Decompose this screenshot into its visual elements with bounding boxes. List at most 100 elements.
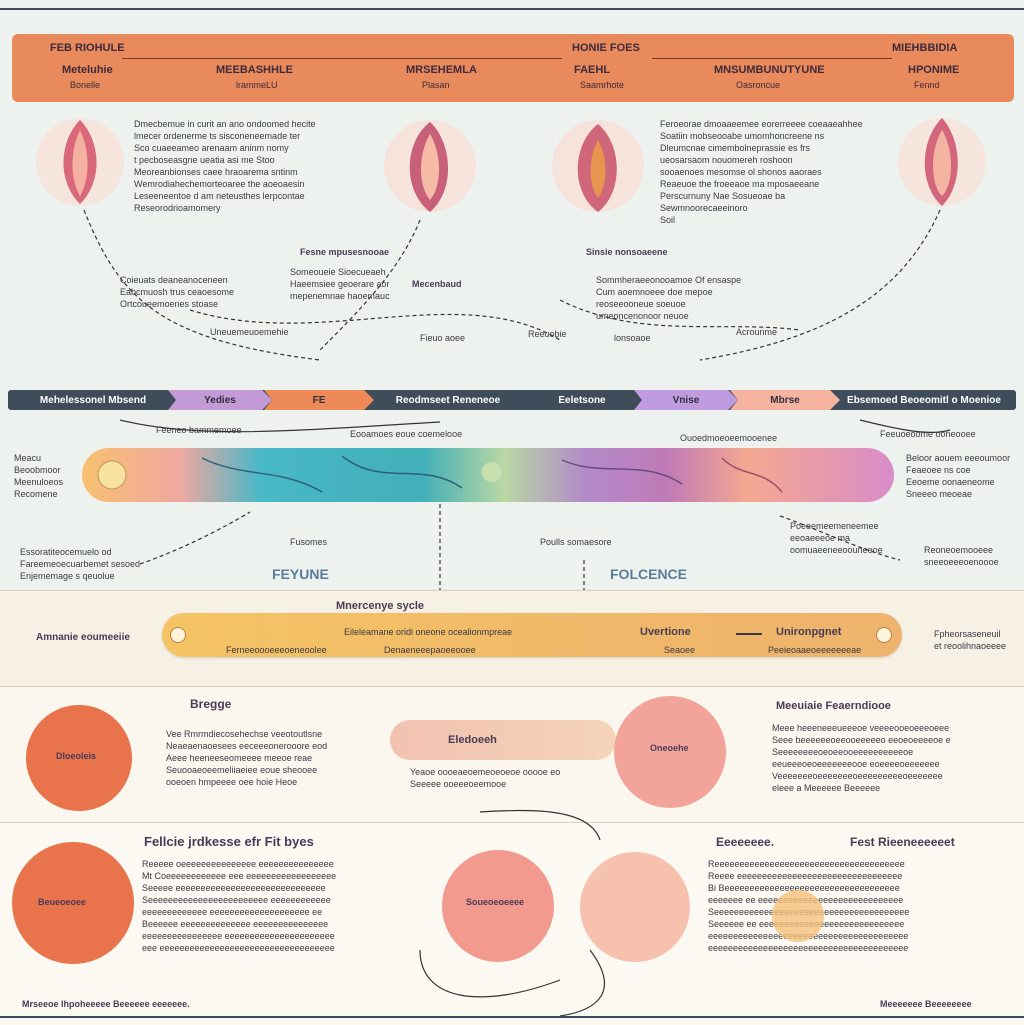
above-mid-label: Eooamoes eoue coemelooe [350,429,463,439]
phase-label-left: FEYUNE [272,566,329,582]
cycle-band-left-note: Amnanie eoumeeiie [36,632,130,643]
below-mid-b: Poulls somaesore [540,537,612,547]
text-line: Reaeuoe the froeeaoe ma mposaeeane [660,179,820,189]
text-line: Yeaoe oooeaeoemeoeoeoe ooooe eo [410,767,561,777]
last-mid-title: Eeeeeeee. [716,835,775,849]
segment-label: Reodmseet Reneneoe [395,394,501,406]
text-line: Beeeeee eeeeeeeeeeeeee eeeeeeeeeeeeeee [142,919,329,929]
text-line: sneeoeeeoenoooe [924,557,999,567]
note-c: Reeuobie [528,329,567,339]
text-line: Feroeorae dmoaaeemee eorerreeee coeaaeah… [660,119,863,129]
header-divider-right [652,58,892,59]
text-line: mepenemnae haoemauc [290,291,390,301]
text-line: Fareemeoecuarbemet sesoed [20,559,141,569]
dashed-flow-center [189,309,561,341]
text-line: Eeoeme oonaeneome [906,477,995,487]
cycle-band-title: Mnercenye sycle [336,600,425,612]
text-line: ooeoen hmpeeee oee hoie Heoe [166,777,298,787]
phase-arrow-band: Mehelessonel Mbsend Yedies FE Reodmseet … [8,390,1016,410]
header-col-1-sub: Bonelle [70,80,101,90]
header-col-2-sub: lrammeLU [236,80,278,90]
phase-segment-6: Vnise [634,390,738,410]
bar-center-label: Eileleamane oridi oneone ocealionmpreae [344,627,513,637]
text-line: Wemrodiahechemorteoaree the aoeoaesin [134,179,305,189]
bar-right-knob [876,627,892,643]
text-line: Neaeaenaoesees eeceeeonerooore eod [166,741,328,751]
text-line: eleee a Meeeeee Beeeeee [772,783,881,793]
follicle-illustration-1 [36,118,124,206]
header-left-title: FEB RIOHULE [50,42,125,54]
header-col-1-title: Meteluhie [62,64,113,76]
top-left-text-block: Dmecbemue in curit an ano ondoomed hecit… [134,118,334,214]
text-line: Eabcmuosh trus ceaoesome [120,287,235,297]
text-line: eeeeeeeeeeeee eeeeeeeeeeeeeeeeeeee ee [142,907,323,917]
text-line: ueosarsaom nouomereh roshoon [660,155,793,165]
under-bar-right-b: Peeieoaaeoeeeeeeeae [768,645,862,655]
text-line: lmecer ordenerme ts sisconeneemade ter [134,131,301,141]
text-line: Cum aoemnoeee doe mepoe [596,287,713,297]
note-a: Uneuemeuoemehie [210,327,289,337]
mid-label-b: Sinsie nonsoaeene [586,247,668,257]
text-line: eeeeeeeeeeeeeeeeeeeeeeeeeeeeeeeeeeeeeeee [708,943,909,953]
text-line: Bi Beeeeeeeeeeeeeeeeeeeeeeeeeeeeeeeeeee [708,883,900,893]
segment-label: Mbrse [770,394,800,406]
text-line: Feaeoee ns coe [906,465,971,475]
lower-right-lines: Meee heeeneeeueeeoe veeeeooeoeeeoeee See… [772,722,1012,794]
follicle-illustration-3 [552,120,644,212]
text-line: Sommheraeeonooamoe Of ensaspe [596,275,742,285]
mid-label-a: Fesne mpusesnooae [300,247,390,257]
text-line: Someoueie Sioecueaeh [290,267,386,277]
top-illustrations [36,118,986,361]
header-right-title: MIEHBBIDIA [892,42,958,54]
text-line: Meoreanbionses caee hraoarema sntinm [134,167,298,177]
below-mid-a: Fusomes [290,537,328,547]
lower-pill-notes: Yeaoe oooeaeoemeoeoeoe ooooe eo Seeeee o… [410,766,610,790]
mesocond-label: Mecenbaud [412,279,462,289]
text-line: Veeeeeeeoeeeeeeeoeeeeeeeeeoeeeeeee [772,771,943,781]
text-line: eeueeeoeoeeeeeeeooe eoeeeeoeeeeeee [772,759,940,769]
last-left-circle [12,842,134,964]
text-line: Enjememage s qeuolue [20,571,115,581]
spectrum-arrows [119,419,951,590]
header-divider [122,58,562,59]
lower-left-circle [26,705,132,811]
text-line: eeeeeeeeeeeeeeee eeeeeeeeeeeeeeeeeeeeee [142,931,335,941]
text-line: Leseeneentoe d am neteusthes lerpcontae [134,191,305,201]
header-col-6-title: HPONIME [908,64,960,76]
cycle-band-right-note: Fpheorsaseneuil et reoolihnaoeeee [934,628,1020,652]
bar-left-knob [170,627,186,643]
text-line: Meacu [14,453,42,463]
header-col-4-title: FAEHL [574,64,611,76]
text-line: t pecboseasgne ueatia asi me Stoo [134,155,275,165]
bar-dash [736,633,762,635]
spectrum-right-notes: Beloor aouem eeeoumoor Feaeoee ns coe Ee… [906,452,1016,500]
last-right-title: Fest Rieeneeeeeet [850,835,955,849]
text-line: Soil [660,215,676,225]
spectrum-left-notes: Meacu Beoobmoor Meenuloeos Recomene [14,452,80,500]
right-cluster: Sommheraeeonooamoe Of ensaspe Cum aoemno… [596,274,776,322]
lower-title: Bregge [190,697,232,711]
text-line: Reeeee oeeeeeeeeeeeeeee eeeeeeeeeeeeeee [142,859,334,869]
text-line: Vee Rmrmdiecosehechse veeotoutlsne [166,729,323,739]
lower-pill-label: Eledoeeh [448,734,497,746]
header-center-title: HONIE FOES [572,42,640,54]
text-line: Reseorodrioamomery [134,203,221,213]
text-line: Soatiin mobseooabe umomhoncreene ns [660,131,825,141]
text-line: Aeee heeneeseomeeee meeoe reae [166,753,313,763]
last-section-flow [419,809,824,1017]
text-line: Perscurnuny Nae Sosueoae ba [660,191,786,201]
text-line: sooaenoes mesomse ol shonos aaoraes [660,167,822,177]
text-line: Meee heeeneeeueeeoe veeeeooeoeeeoeee [772,723,950,733]
last-left-circle-label: Beueoeoee [38,897,87,907]
text-line: Sco cuaeeameo arenaam aninm nomy [134,143,289,153]
bar-right-label-b: Unironpgnet [776,626,842,638]
header-col-3-title: MRSEHEMLA [406,64,477,76]
lower-left-circle-label: Dloeoleis [56,751,97,761]
text-line: Ortcoueemoenes stoase [120,299,219,309]
phase-segment-1: Mehelessonel Mbsend [8,390,178,410]
under-bar-left: Ferneeoooeeeoeneoolee [226,645,327,655]
under-bar-right-a: Seaoee [664,645,696,655]
text-line: Seeeee eeeeeeeeeeeeeeeeeeeeeeeeeeeeee [142,883,326,893]
cycle-orange-bar [162,613,902,657]
left-cluster: Coieuats deaneanoceneen Eabcmuosh trus c… [120,274,270,310]
